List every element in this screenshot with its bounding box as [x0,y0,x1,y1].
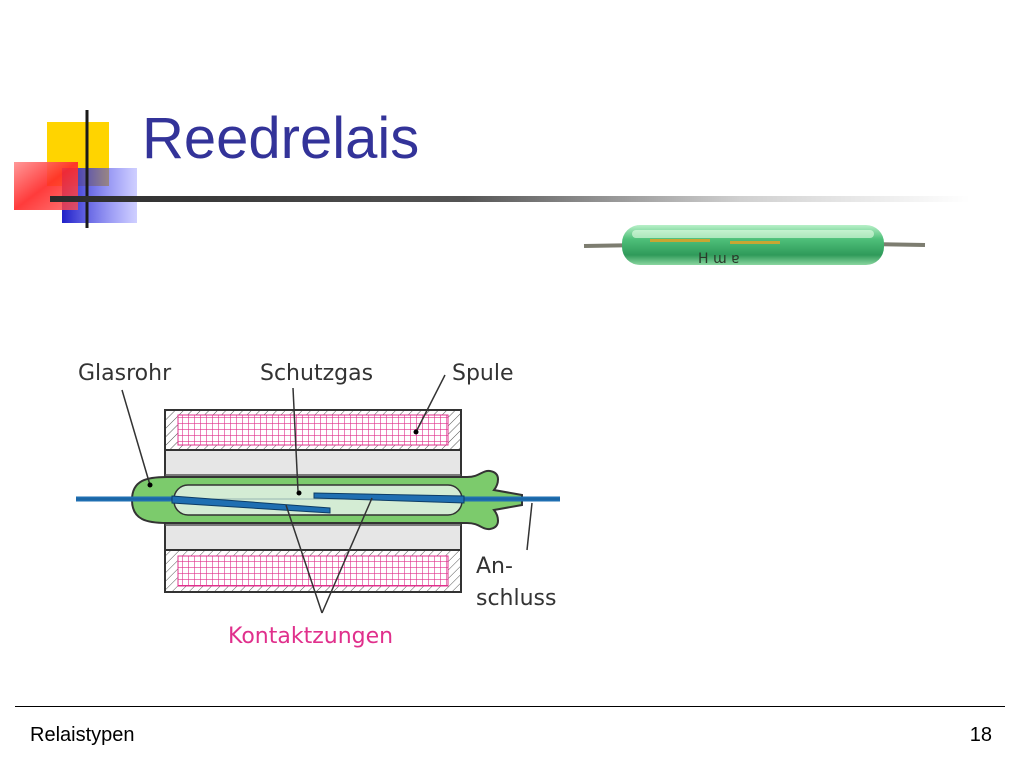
reed-relay-diagram: Glasrohr Schutzgas Spule An- schluss Kon… [62,345,562,695]
title-underline [50,196,970,202]
reed-switch-photo: H ɯ ɐ [583,225,926,267]
svg-text:H ɯ ɐ: H ɯ ɐ [698,251,739,267]
label-contact-reeds: Kontaktzungen [228,624,393,649]
coil-top [164,409,462,451]
label-coil: Spule [452,361,514,386]
label-terminal-line2: schluss [476,586,556,611]
reed-left [171,495,331,514]
title-decoration [14,110,137,228]
footer-rule [15,706,1005,707]
footer-section-title: Relaistypen [30,724,135,746]
reed-right [313,492,465,504]
label-glass-tube: Glasrohr [78,361,172,386]
slide-title: Reedrelais [142,106,420,171]
red-square [14,162,78,210]
label-protective-gas: Schutzgas [260,361,373,386]
page-number: 18 [969,724,992,746]
label-terminal-line1: An- [476,554,513,579]
